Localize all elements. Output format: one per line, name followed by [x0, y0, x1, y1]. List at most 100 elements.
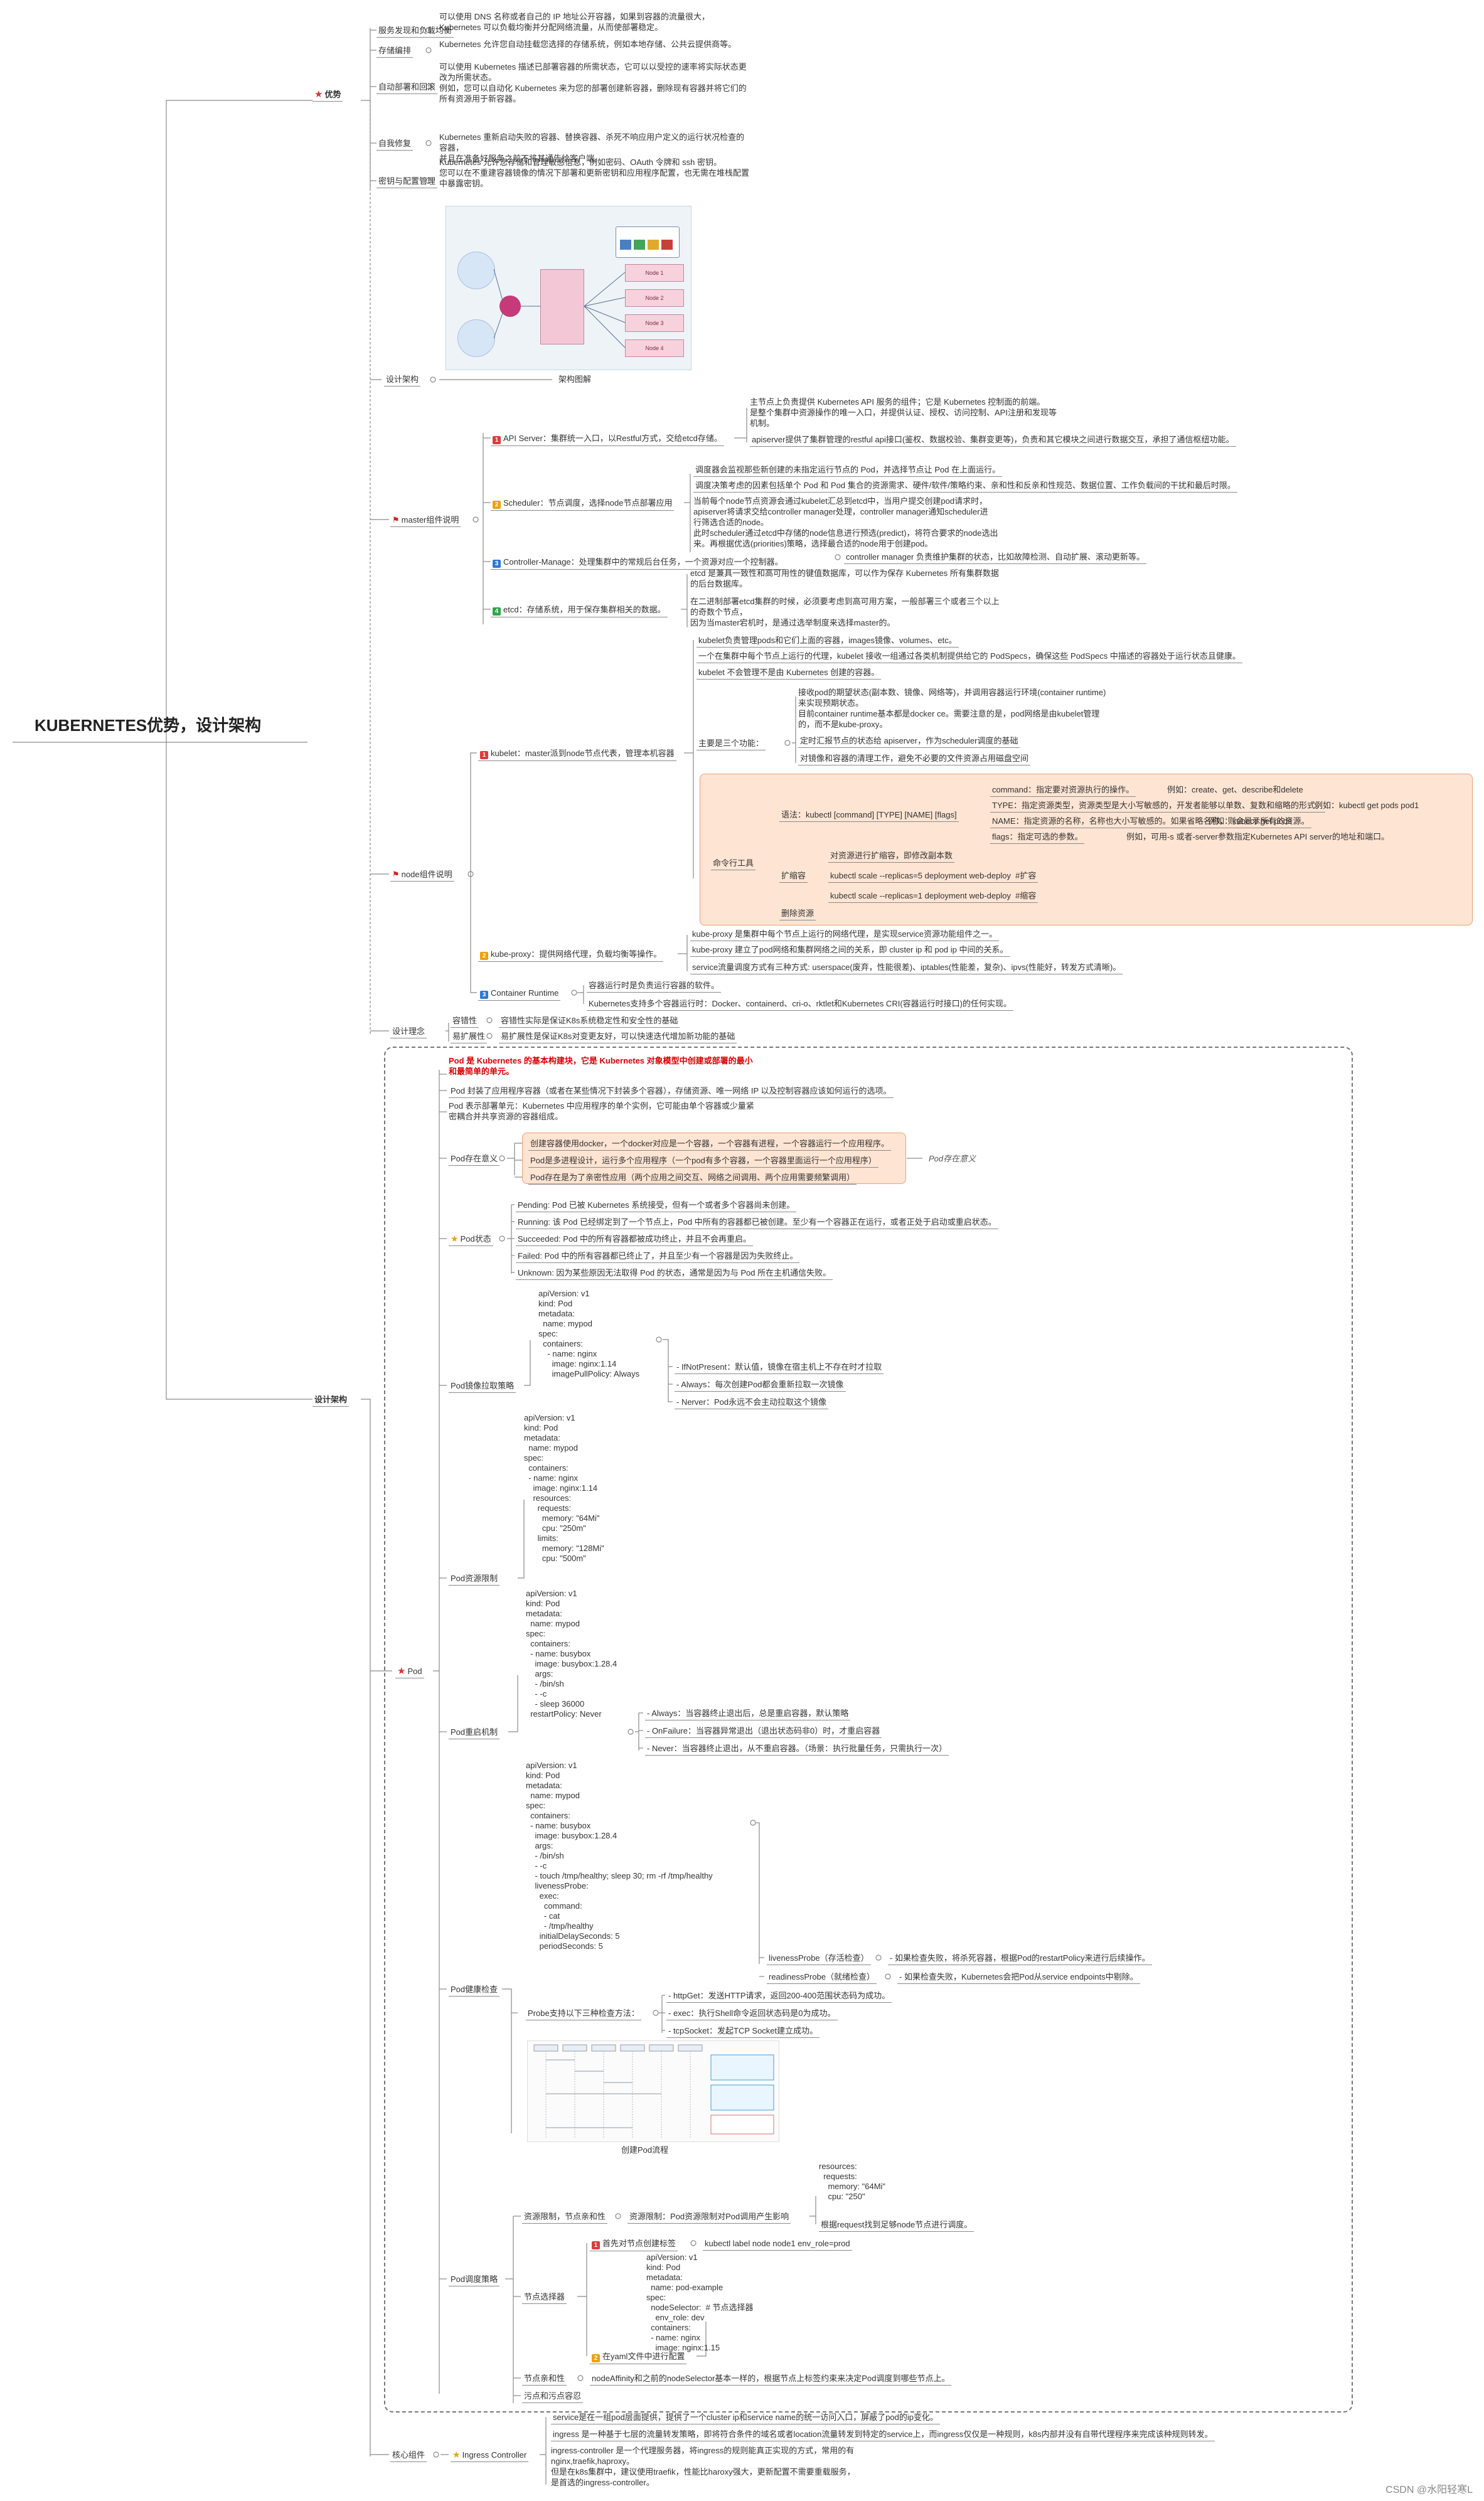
- api-server-note-1: apiserver提供了集群管理的restful api接口(鉴权、数据校验、集…: [750, 434, 1236, 447]
- collapse-toggle[interactable]: [433, 2451, 439, 2458]
- kubectl-syntax-term-3: flags：指定可选的参数。: [990, 831, 1085, 844]
- restart-option-1: - OnFailure：当容器异常退出（退出状态码非0）时，才重启容器: [645, 1725, 882, 1738]
- connector: [166, 100, 312, 742]
- kubelet-function-2: 对镜像和容器的清理工作，避免不必要的文件资源占用磁盘空间: [798, 753, 1031, 765]
- kubelet-function-0: 接收pod的期望状态(副本数、镜像、网络等)，并调用容器运行环境(contain…: [798, 688, 1106, 729]
- pod-meaning-topic: Pod存在意义: [449, 1153, 500, 1166]
- number-badge-icon: 2: [480, 949, 491, 960]
- collapse-toggle[interactable]: [472, 516, 479, 523]
- kubectl-cli-topic: 命令行工具: [711, 858, 756, 870]
- scheduling-resource-topic: 资源限制，节点亲和性: [522, 2211, 608, 2224]
- pod-status-topic: ★Pod状态: [449, 1234, 493, 1246]
- ingress-note-2: ingress-controller 是一个代理服务器，将ingress的规则能…: [551, 2446, 855, 2487]
- master-box: [540, 269, 584, 344]
- collapse-toggle[interactable]: [615, 2213, 621, 2219]
- create-pod-flow-caption: 创建Pod流程: [621, 2145, 669, 2155]
- advantage-3-label: 自我修复: [376, 138, 414, 151]
- node-box-label: Node 1: [645, 270, 664, 276]
- collapse-toggle[interactable]: [571, 989, 577, 996]
- collapse-toggle[interactable]: [690, 2240, 697, 2246]
- kube-proxy-note-2: service流量调度方式有三种方式: userspace(废弃，性能很差)、i…: [690, 962, 1123, 974]
- diagram-arrows: [493, 269, 626, 348]
- connector: [470, 874, 477, 993]
- advantage-1-label: 存储编排: [376, 45, 414, 58]
- collapse-toggle[interactable]: [425, 27, 432, 33]
- controller-note-0: controller manager 负责维护集群的状态，比如故障检测、自动扩展…: [844, 552, 1146, 564]
- collapse-toggle[interactable]: [486, 1033, 493, 1039]
- api-server-note-0: 主节点上负责提供 Kubernetes API 服务的组件；它是 Kuberne…: [750, 397, 1057, 428]
- star-icon: ★: [451, 1234, 459, 1244]
- scheduler-note-2: 当前每个node节点资源会通过kubelet汇总到etcd中，当用户提交创建po…: [693, 496, 998, 548]
- flag-icon: ⚑: [392, 515, 400, 525]
- pod-fact-0: Pod 封装了应用程序容器（或者在某些情况下封装多个容器），存储资源、唯一网络 …: [449, 1085, 894, 1098]
- scheduling-resource-yaml: resources: requests: memory: "64Mi" cpu:…: [819, 2162, 886, 2201]
- collapse-toggle[interactable]: [656, 1336, 662, 1343]
- ingress-controller-topic-text: Ingress Controller: [462, 2450, 527, 2460]
- advantages-topic: ★优势: [312, 89, 343, 102]
- advantage-2-desc: 可以使用 Kubernetes 描述已部署容器的所需状态，它可以以受控的速率将实…: [439, 62, 747, 104]
- connector: [502, 1988, 512, 2133]
- kubectl-scale-1: kubectl scale --replicas=5 deployment we…: [828, 870, 1038, 883]
- runtime-note-1: Kubernetes支持多个容器运行时：Docker、containerd、cr…: [587, 998, 1013, 1011]
- collapse-toggle[interactable]: [577, 2375, 584, 2381]
- collapse-toggle[interactable]: [430, 376, 436, 383]
- node-selector-step2-text: 在yaml文件中进行配置: [602, 2352, 685, 2361]
- connector: [166, 742, 312, 1400]
- pod-status-topic-text: Pod状态: [460, 1234, 491, 1244]
- connector: [508, 1675, 518, 1732]
- node-box-label: Node 4: [645, 345, 664, 351]
- collapse-toggle[interactable]: [425, 178, 432, 184]
- collapse-toggle[interactable]: [653, 2010, 659, 2016]
- scheduler-note-1: 调度决策考虑的因素包括单个 Pod 和 Pod 集合的资源需求、硬件/软件/策略…: [693, 480, 1237, 493]
- scheduling-resource-tail: 根据request找到足够node节点进行调度。: [819, 2219, 974, 2232]
- pod-meaning-highlight-box: [522, 1133, 906, 1184]
- collapse-toggle[interactable]: [875, 1954, 882, 1961]
- number-badge-icon: 2: [493, 498, 503, 509]
- pod-status-1: Running: 该 Pod 已经绑定到了一个节点上，Pod 中所有的容器都已被…: [516, 1217, 998, 1229]
- collapse-toggle[interactable]: [835, 554, 841, 560]
- pod-meaning-item-0: 创建容器使用docker，一个docker对应是一个容器，一个容器有进程，一个容…: [528, 1138, 892, 1151]
- probe-1-desc: - 如果检查失败，Kubernetes会把Pod从service endpoin…: [897, 1971, 1140, 1984]
- collapse-toggle[interactable]: [425, 47, 432, 53]
- collapse-toggle[interactable]: [627, 1729, 634, 1735]
- node-box-label: Node 3: [645, 320, 664, 326]
- collapse-toggle[interactable]: [499, 1155, 505, 1161]
- pod-topic: ★Pod: [395, 1666, 424, 1678]
- number-badge-icon: 3: [493, 557, 503, 568]
- number-badge-icon: 1: [592, 2239, 602, 2249]
- pull-policy-yaml: apiVersion: v1 kind: Pod metadata: name:…: [538, 1289, 640, 1378]
- collapse-toggle[interactable]: [425, 83, 432, 90]
- probe-method-0: - httpGet：发送HTTP请求，返回200-400范围状态码为成功。: [666, 1990, 892, 2003]
- node-affinity-topic: 节点亲和性: [522, 2373, 567, 2386]
- collapse-toggle[interactable]: [486, 1017, 493, 1023]
- principles-topic: 设计理念: [390, 1026, 427, 1038]
- kubectl-syntax-example-0: 例如：create、get、describe和delete: [1167, 785, 1303, 794]
- core-components-topic: 核心组件: [390, 2450, 427, 2462]
- number-badge-icon: 3: [480, 988, 491, 999]
- node-selector-cmd: kubectl label node node1 env_role=prod: [703, 2238, 852, 2251]
- container-runtime-topic-text: Container Runtime: [491, 988, 559, 998]
- collapse-toggle[interactable]: [499, 1235, 505, 1242]
- runtime-note-0: 容器运行时是负责运行容器的软件。: [587, 980, 722, 993]
- pod-status-0: Pending: Pod 已被 Kubernetes 系统接受，但有一个或者多个…: [516, 1200, 797, 1212]
- collapse-toggle[interactable]: [425, 140, 432, 146]
- pod-status-4: Unknown: 因为某些原因无法取得 Pod 的状态，通常是因为与 Pod 所…: [516, 1267, 833, 1280]
- collapse-toggle[interactable]: [885, 1973, 891, 1980]
- kubectl-highlight-box: [700, 774, 1473, 925]
- collapse-toggle[interactable]: [750, 1820, 756, 1826]
- advantage-1-desc: Kubernetes 允许您自动挂载您选择的存储系统，例如本地存储、公共云提供商…: [439, 40, 737, 49]
- master-component-3-text: etcd：存储系统，用于保存集群相关的数据。: [503, 605, 666, 614]
- kubectl-syntax-term-1: TYPE：指定资源类型，资源类型是大小写敏感的，开发者能够以单数、复数和缩略的形…: [990, 800, 1325, 813]
- collapse-toggle[interactable]: [784, 740, 791, 746]
- number-badge-icon: 2: [592, 2352, 602, 2362]
- master-components-topic-text: master组件说明: [401, 515, 459, 525]
- connector: [524, 1340, 531, 1386]
- resource-limit-topic: Pod资源限制: [449, 1573, 500, 1586]
- create-pod-flow-diagram: [527, 2040, 779, 2142]
- node-components-topic-text: node组件说明: [401, 870, 452, 879]
